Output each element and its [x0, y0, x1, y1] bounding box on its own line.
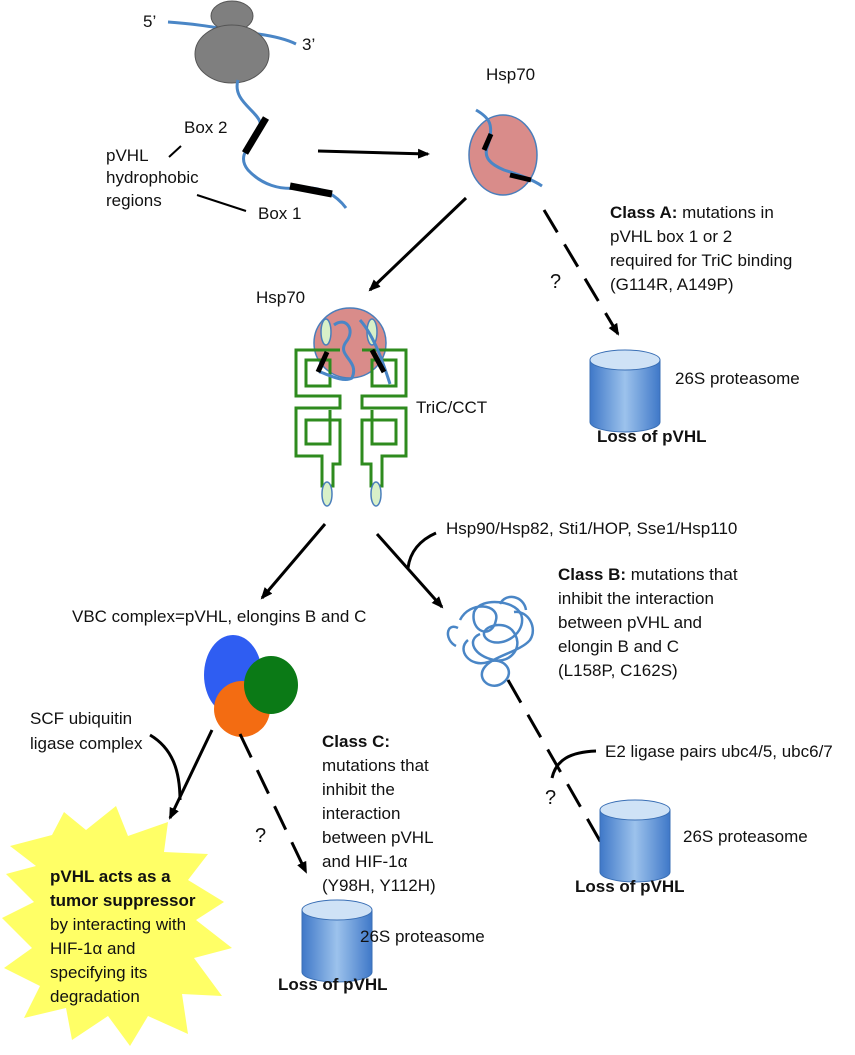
tric-box-right [369, 348, 387, 374]
tumor-line1: pVHL acts as a [50, 867, 171, 886]
cofactor-hook [406, 531, 437, 569]
class-b-text: Class B: mutations that inhibit the inte… [558, 565, 738, 680]
tric-label: TriC/CCT [416, 398, 487, 417]
arrow-tric-to-vbc [260, 523, 327, 600]
proteasome-a [589, 349, 661, 433]
pvhl-regions-label-1: pVHL [106, 146, 149, 165]
class-a-dashed-arrow [542, 209, 620, 336]
tric-tip-right [370, 481, 382, 507]
three-prime-label: 3’ [302, 35, 315, 54]
hsp70-top-box2 [481, 132, 494, 152]
e2-hook [550, 749, 597, 779]
class-b-line1: Class B: mutations that [558, 565, 738, 584]
hsp70-bound-pvhl: Hsp70 [468, 65, 543, 196]
tumor-line4: HIF-1α and [50, 939, 135, 958]
class-a-line2: pVHL box 1 or 2 [610, 227, 732, 246]
proteasome-b [599, 799, 671, 883]
scf-label-1: SCF ubiquitin [30, 709, 132, 728]
class-c-text: Class C: mutations that inhibit the inte… [322, 732, 436, 895]
tumor-line5: specifying its [50, 963, 147, 982]
arrow-vbc-to-tumor [168, 729, 214, 820]
class-c-line2: inhibit the [322, 780, 395, 799]
proteasome-c-label: 26S proteasome [360, 927, 485, 946]
box1-segment [289, 182, 333, 198]
class-b-dashed-arrow [506, 679, 614, 864]
class-c-line5: and HIF-1α [322, 852, 408, 871]
class-c-question: ? [255, 825, 266, 847]
class-c-line3: interaction [322, 804, 400, 823]
class-a-line4: (G114R, A149P) [610, 275, 733, 294]
tric-box-left [315, 350, 330, 374]
class-c-line4: between pVHL [322, 828, 434, 847]
box1-pointer [196, 194, 247, 212]
class-b-line5: (L158P, C162S) [558, 661, 678, 680]
five-prime-label: 5’ [143, 12, 156, 31]
class-a-question: ? [550, 271, 561, 293]
scf-label-2: ligase complex [30, 734, 143, 753]
tumor-suppressor-star [2, 806, 232, 1046]
pvhl-regions-label-2: hydrophobic [106, 168, 199, 187]
box2-segment [241, 116, 270, 155]
class-b-question: ? [545, 787, 556, 809]
loss-a-label: Loss of pVHL [597, 427, 707, 446]
hsp70-top-box1 [509, 172, 532, 183]
arrow-tric-to-misfold [375, 533, 444, 609]
tumor-line6: degradation [50, 987, 140, 1006]
hsp70-mid-label: Hsp70 [256, 288, 305, 307]
class-a-line1: Class A: mutations in [610, 203, 774, 222]
hsp70-tric-complex: Hsp70 TriC/CCT [256, 288, 487, 507]
class-a-line3: required for TriC binding [610, 251, 792, 270]
class-c-dashed-arrow [238, 733, 308, 874]
pvhl-regions-label-3: regions [106, 191, 162, 210]
class-c-line1: mutations that [322, 756, 429, 775]
tric-tip-left [321, 481, 333, 507]
arrow-to-hsp70 [317, 148, 430, 159]
tumor-line2: tumor suppressor [50, 891, 196, 910]
cofactors-label: Hsp90/Hsp82, Sti1/HOP, Sse1/Hsp110 [446, 519, 737, 538]
tumor-text: pVHL acts as a tumor suppressor by inter… [50, 867, 196, 1006]
proteasome-b-label: 26S proteasome [683, 827, 808, 846]
hsp70-top-label: Hsp70 [486, 65, 535, 84]
e2-label: E2 ligase pairs ubc4/5, ubc6/7 [605, 742, 833, 761]
misfolded-pvhl-tangle [446, 595, 535, 687]
hsp70-top-blob [468, 114, 538, 196]
class-c-title: Class C: [322, 732, 390, 751]
vbc-green-subunit [244, 656, 298, 714]
vbc-label: VBC complex=pVHL, elongins B and C [72, 607, 366, 626]
box2-label: Box 2 [184, 118, 227, 137]
loss-c-label: Loss of pVHL [278, 975, 388, 994]
class-c-line6: (Y98H, Y112H) [322, 876, 436, 895]
ribosome-large-subunit [194, 24, 270, 84]
ribosome-with-nascent-chain: 5’ 3’ Box 2 Box 1 pVHL hydrophobic regio… [106, 0, 348, 223]
class-a-text: Class A: mutations in pVHL box 1 or 2 re… [610, 203, 792, 294]
vbc-complex [204, 635, 298, 737]
proteasome-a-label: 26S proteasome [675, 369, 800, 388]
class-b-line2: inhibit the interaction [558, 589, 714, 608]
box1-label: Box 1 [258, 204, 301, 223]
scf-hook [149, 733, 182, 801]
tric-bound-chain [316, 319, 392, 385]
loss-b-label: Loss of pVHL [575, 877, 685, 896]
hsp70-contact-left [320, 318, 332, 346]
class-b-line4: elongin B and C [558, 637, 679, 656]
tumor-line3: by interacting with [50, 915, 186, 934]
arrow-hsp70-to-tric [368, 196, 468, 292]
box2-pointer [168, 145, 182, 158]
class-b-line3: between pVHL and [558, 613, 702, 632]
